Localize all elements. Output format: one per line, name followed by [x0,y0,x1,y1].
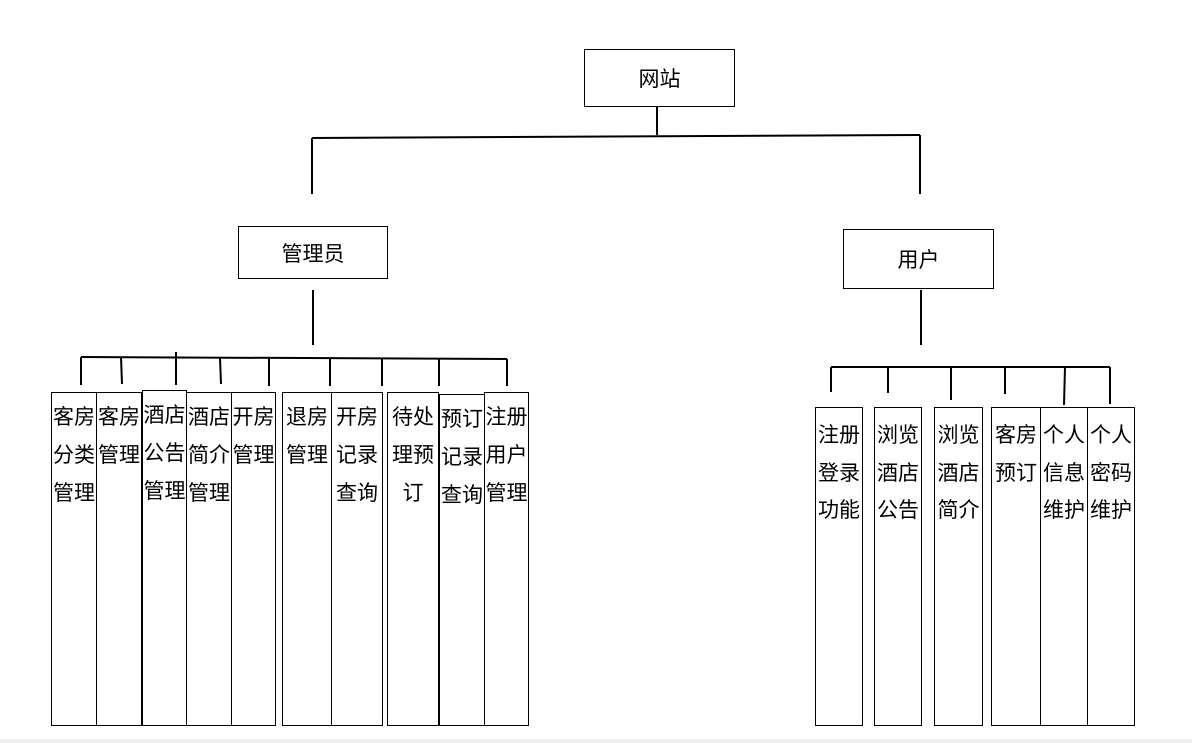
user-child-label: 浏览酒店公告 [877,423,919,522]
root-label: 网站 [638,67,681,91]
admin-child-node: 客房分类管理 [51,392,97,726]
admin-child-label: 预订记录查询 [441,407,483,507]
user-child-node: 个人信息维护 [1040,407,1088,726]
admin-child-node: 预订记录查询 [439,394,485,726]
user-child-label: 浏览酒店简介 [937,423,980,522]
admin-child-node: 开房记录查询 [331,392,383,726]
admin-child-label: 注册用户管理 [485,405,528,505]
user-child-label: 个人信息维护 [1043,423,1085,522]
admin-child-label: 酒店公告管理 [143,403,186,503]
admin-child-node: 退房管理 [282,392,332,726]
admin-child-label: 待处理预订 [392,405,434,505]
admin-child-label: 开房记录查询 [336,405,378,505]
admin-child-node: 酒店公告管理 [142,390,187,726]
admin-child-label: 开房管理 [232,405,275,467]
admin-child-node: 酒店简介管理 [186,392,232,726]
admin-child-label: 客房分类管理 [53,405,95,505]
user-child-label: 注册登录功能 [818,423,860,522]
admin-child-node: 客房管理 [96,392,142,726]
admin-label: 管理员 [281,241,345,266]
admin-node: 管理员 [238,226,388,279]
admin-child-node: 注册用户管理 [484,392,529,726]
admin-child-node: 开房管理 [231,392,276,726]
admin-child-label: 酒店简介管理 [188,405,230,505]
user-child-label: 客房预订 [995,423,1037,485]
bottom-divider [0,739,1192,743]
admin-child-label: 客房管理 [98,405,140,467]
user-label: 用户 [897,248,940,272]
root-node: 网站 [584,49,735,107]
user-child-node: 注册登录功能 [815,407,863,726]
admin-child-label: 退房管理 [286,405,328,467]
user-child-node: 客房预订 [991,407,1041,726]
admin-child-node: 待处理预订 [387,392,439,726]
user-child-label: 个人密码维护 [1090,423,1132,522]
user-child-node: 浏览酒店简介 [934,407,983,726]
user-node: 用户 [843,229,994,289]
user-child-node: 浏览酒店公告 [874,407,922,726]
user-child-node: 个人密码维护 [1087,407,1135,726]
